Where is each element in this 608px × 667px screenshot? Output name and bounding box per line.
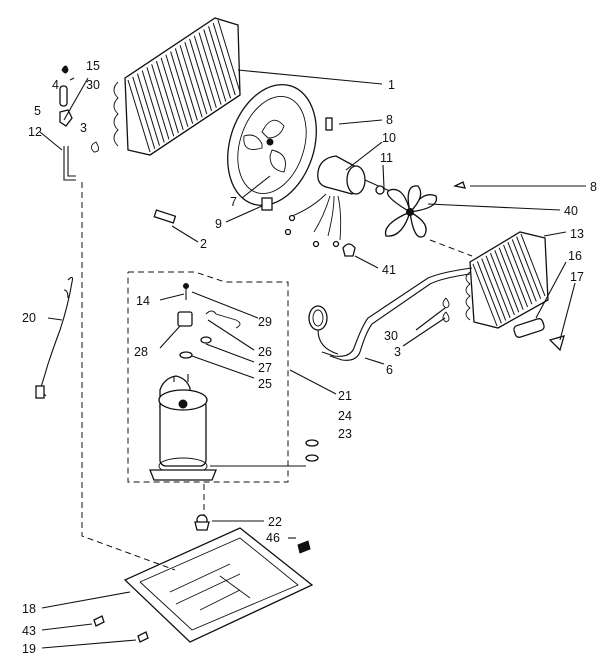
left-small-parts [59, 65, 99, 181]
grommets [305, 439, 319, 462]
callout-6: 6 [386, 363, 393, 377]
compressor-assembly-boundary [127, 271, 289, 483]
base-pan [93, 514, 314, 643]
callout-8-right: 8 [590, 180, 597, 194]
callout-28: 28 [134, 345, 148, 359]
fan-motor [284, 155, 393, 248]
callout-19: 19 [22, 642, 36, 656]
callout-40: 40 [564, 204, 578, 218]
thermostat-parts [513, 318, 565, 352]
callout-10: 10 [382, 131, 396, 145]
callout-23: 23 [338, 427, 352, 441]
capillary-tube [308, 267, 473, 361]
callout-29: 29 [258, 315, 272, 329]
callout-26: 26 [258, 345, 272, 359]
callout-30-right: 30 [384, 329, 398, 343]
compressor-small-parts [177, 283, 241, 359]
callout-14: 14 [136, 294, 150, 308]
callout-43: 43 [22, 624, 36, 638]
callout-9: 9 [215, 217, 222, 231]
evaporator-coil [465, 231, 549, 329]
callout-15: 15 [86, 59, 100, 73]
callout-3-right: 3 [394, 345, 401, 359]
condenser-coil [113, 17, 241, 156]
callout-8-top: 8 [386, 113, 393, 127]
callout-3-left: 3 [80, 121, 87, 135]
power-cord [35, 276, 74, 399]
evap-clips [442, 297, 450, 323]
callout-46: 46 [266, 531, 280, 545]
callout-4: 4 [52, 78, 59, 92]
blower-wheel [384, 185, 438, 238]
callout-16: 16 [568, 249, 582, 263]
callout-21: 21 [338, 389, 352, 403]
callout-2: 2 [200, 237, 207, 251]
leader-lines [39, 69, 586, 649]
callout-11: 11 [380, 151, 393, 165]
callout-22: 22 [268, 515, 282, 529]
callout-24: 24 [338, 409, 352, 423]
callout-7: 7 [230, 195, 237, 209]
motor-hardware [153, 117, 466, 257]
callout-30-left: 30 [86, 78, 100, 92]
callout-5: 5 [34, 104, 41, 118]
callout-12: 12 [28, 125, 42, 139]
callout-13: 13 [570, 227, 584, 241]
callout-25: 25 [258, 377, 272, 391]
callout-1: 1 [388, 78, 395, 92]
callout-18: 18 [22, 602, 36, 616]
callout-41: 41 [382, 263, 396, 277]
callouts: 1 8 10 11 7 9 2 8 40 41 13 16 17 4 15 30… [22, 59, 597, 656]
callout-27: 27 [258, 361, 272, 375]
fan-shroud [227, 83, 317, 207]
compressor [149, 374, 217, 481]
callout-20: 20 [22, 311, 36, 325]
callout-17: 17 [570, 270, 584, 284]
